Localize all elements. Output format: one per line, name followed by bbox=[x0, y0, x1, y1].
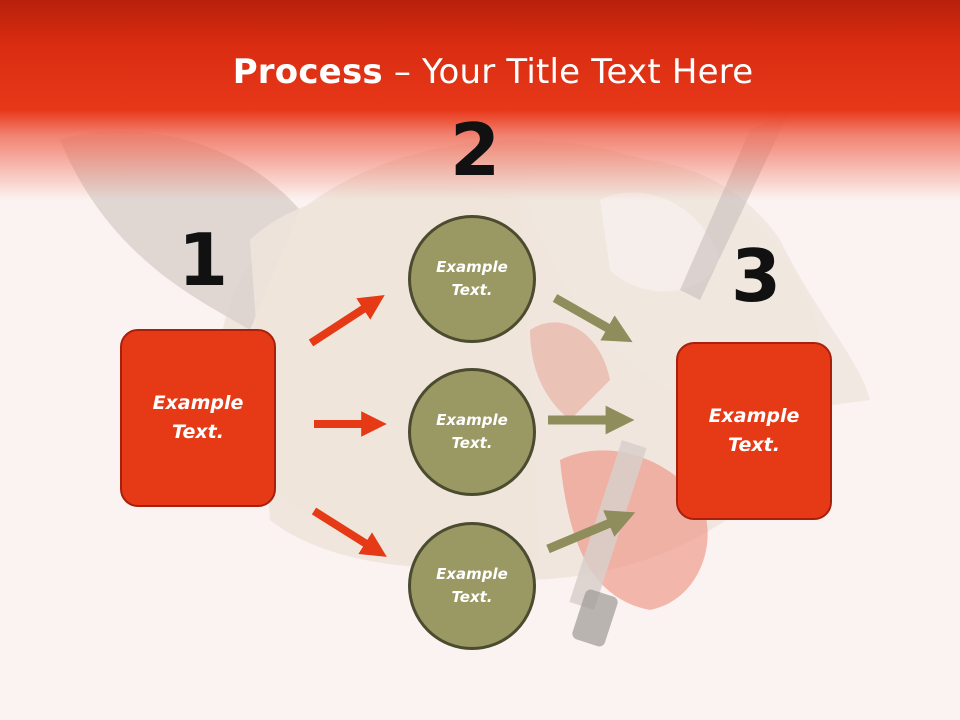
step1-box-text: Example Text. bbox=[152, 392, 244, 443]
step-number-3: 3 bbox=[731, 234, 782, 318]
arrow-olive-down bbox=[552, 294, 633, 343]
title-bar bbox=[0, 0, 960, 200]
title-rest: – Your Title Text Here bbox=[382, 52, 754, 92]
arrow-red-down bbox=[311, 507, 387, 557]
step-number-1: 1 bbox=[178, 218, 229, 302]
step3-box-text: Example Text. bbox=[708, 405, 800, 456]
step1-box: Example Text. bbox=[120, 329, 276, 507]
step3-box: Example Text. bbox=[676, 342, 832, 520]
circle-top-text: Example Text. bbox=[436, 258, 508, 299]
step2-circle-middle: Example Text. bbox=[408, 368, 536, 496]
circle-bottom-text: Example Text. bbox=[436, 565, 508, 606]
step2-circle-top: Example Text. bbox=[408, 215, 536, 343]
step2-circle-bottom: Example Text. bbox=[408, 522, 536, 650]
arrow-olive-up bbox=[546, 510, 636, 554]
step-number-2: 2 bbox=[450, 108, 501, 192]
title-bold: Process bbox=[232, 52, 383, 92]
circle-middle-text: Example Text. bbox=[436, 411, 508, 452]
slide-title: Process – Your Title Text Here bbox=[0, 52, 960, 92]
arrow-red-up bbox=[308, 295, 385, 347]
